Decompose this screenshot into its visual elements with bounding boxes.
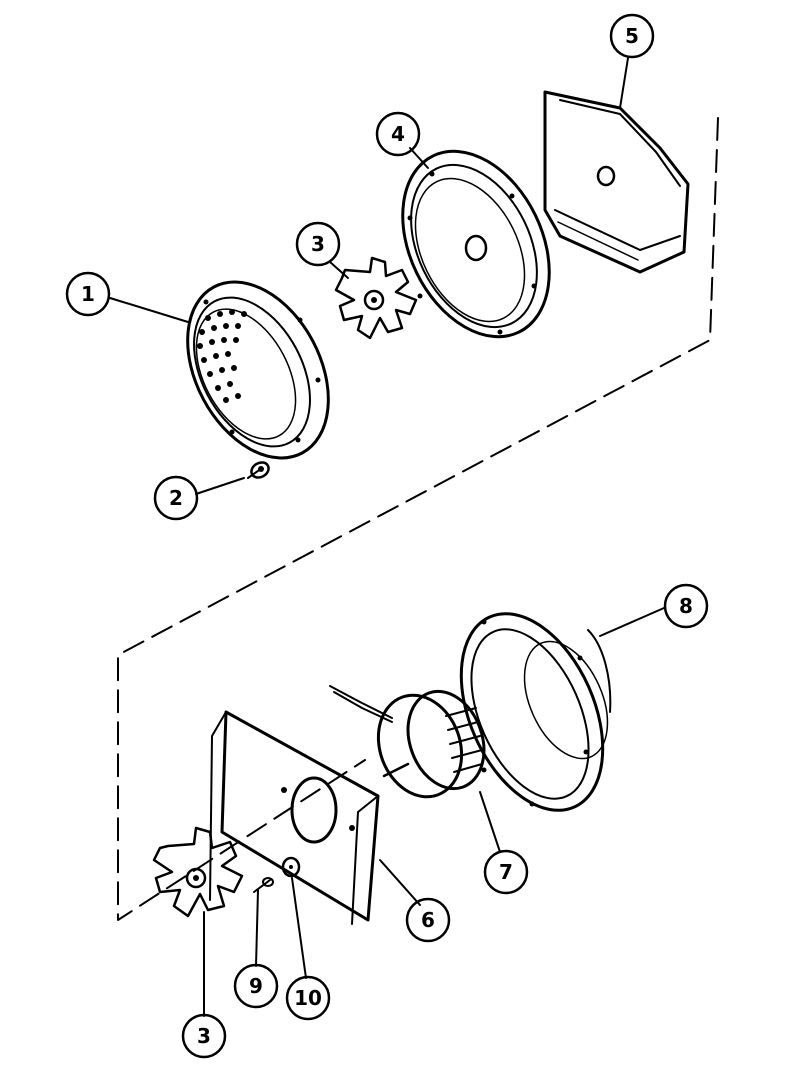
callout-part-8: 8 [663, 583, 709, 629]
callout-part-3-lower: 3 [181, 1013, 227, 1059]
callout-part-9: 9 [233, 963, 279, 1009]
leader-lines [109, 57, 665, 1017]
part-screw-small [247, 461, 270, 479]
callout-label: 8 [679, 594, 693, 618]
callouts: 1 2 3 4 5 8 7 6 [65, 13, 709, 1059]
callout-label: 2 [169, 486, 183, 510]
part-flange-ring [401, 149, 551, 339]
callout-label: 4 [391, 122, 405, 146]
callout-label: 3 [311, 232, 325, 256]
callout-part-3-upper: 3 [295, 221, 341, 267]
callout-label: 10 [294, 986, 322, 1010]
part-mounting-bracket [209, 710, 380, 925]
part-washer [281, 856, 301, 878]
callout-part-5: 5 [609, 13, 655, 59]
assembly-boundary [117, 117, 719, 921]
part-fan-blade-upper [334, 256, 418, 340]
callout-label: 1 [81, 282, 95, 306]
callout-label: 3 [197, 1024, 211, 1048]
callout-label: 9 [249, 974, 263, 998]
callout-label: 5 [625, 24, 639, 48]
callout-part-4: 4 [375, 111, 421, 157]
callout-part-7: 7 [483, 849, 529, 895]
part-screw-long [253, 877, 274, 893]
part-grille-cover [186, 280, 330, 460]
part-fan-blade-lower [152, 826, 244, 918]
callout-part-2: 2 [153, 475, 199, 521]
callout-part-1: 1 [65, 271, 111, 317]
callout-label: 6 [421, 908, 435, 932]
callout-label: 7 [499, 860, 513, 884]
callout-part-10: 10 [285, 975, 331, 1021]
part-back-plate [543, 90, 690, 274]
callout-part-6: 6 [405, 897, 451, 943]
part-motor [329, 685, 486, 799]
